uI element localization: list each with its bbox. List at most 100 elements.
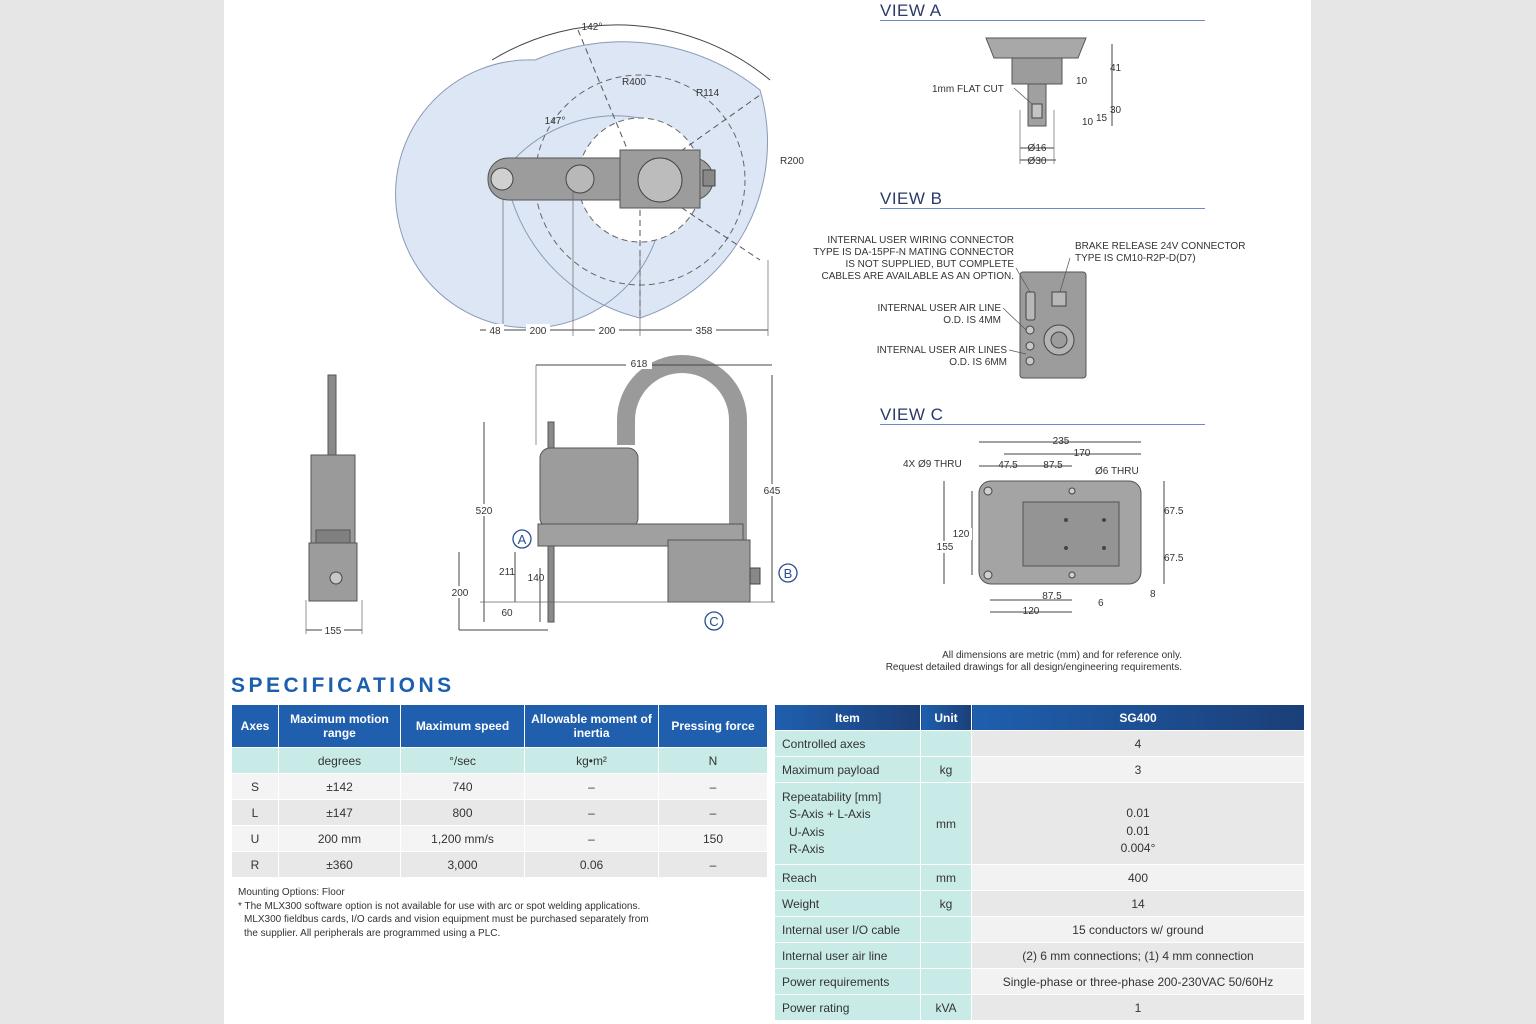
header-inertia: Allowable moment of inertia — [524, 704, 659, 748]
view-b-drawing: INTERNAL USER WIRING CONNECTOR TYPE IS D… — [813, 235, 1245, 379]
angle-147-label: 147° — [545, 116, 566, 127]
dim-235: 235 — [1053, 436, 1070, 447]
dim-10-b: 10 — [1082, 117, 1094, 128]
view-c-rule — [880, 424, 1205, 425]
table-row: Repeatability [mm] S-Axis + L-Axis U-Axi… — [774, 782, 1305, 865]
dim-645: 645 — [764, 486, 781, 497]
side-view-drawing: 618 645 520 211 140 200 60 A B C — [448, 355, 798, 631]
dim-67-5-top: 67.5 — [1164, 506, 1184, 517]
dim-87-5-top: 87.5 — [1043, 460, 1063, 471]
top-view-drawing: 142° 147° R400 R114 R200 48 200 200 358 — [395, 22, 804, 337]
table-row: L ±147 800 – – — [231, 799, 768, 826]
header-model: SG400 — [971, 704, 1305, 731]
table-row: Power rating kVA 1 — [774, 994, 1305, 1021]
r400-label: R400 — [622, 77, 646, 88]
dim-520: 520 — [476, 506, 493, 517]
header-pressing-force: Pressing force — [658, 704, 768, 748]
svg-text:A: A — [518, 532, 527, 547]
table-row: Controlled axes 4 — [774, 730, 1305, 757]
wiring-note-line4: CABLES ARE AVAILABLE AS AN OPTION. — [822, 271, 1015, 282]
dim-140: 140 — [528, 573, 545, 584]
header-unit: Unit — [920, 704, 972, 731]
angle-142-label: 142° — [582, 22, 603, 33]
air-line-note-line1: INTERNAL USER AIR LINE — [877, 303, 1001, 314]
svg-text:C: C — [709, 614, 718, 629]
dim-d16: Ø16 — [1028, 143, 1047, 154]
header-axes: Axes — [231, 704, 279, 748]
spec-notes: Mounting Options: Floor * The MLX300 sof… — [238, 886, 738, 940]
holes-4x-note: 4X Ø9 THRU — [903, 459, 962, 470]
dim-211: 211 — [499, 567, 515, 578]
dim-47-5: 47.5 — [998, 460, 1018, 471]
r200-label: R200 — [780, 156, 804, 167]
dim-618: 618 — [631, 359, 648, 370]
dim-155-end: 155 — [325, 626, 342, 637]
axes-table: Axes Maximum motion range Maximum speed … — [231, 704, 768, 878]
axes-unit-row: degrees °/sec kg•m² N — [231, 747, 768, 774]
dim-41: 41 — [1110, 63, 1122, 74]
holes-6-note: Ø6 THRU — [1095, 466, 1139, 477]
view-a-title: VIEW A — [880, 1, 942, 20]
wiring-note-line1: INTERNAL USER WIRING CONNECTOR — [827, 235, 1014, 246]
specifications-title: SPECIFICATIONS — [231, 674, 455, 697]
air-line-note-line2: O.D. IS 4MM — [943, 315, 1001, 326]
axes-table-header: Axes Maximum motion range Maximum speed … — [231, 704, 768, 748]
dim-155-c: 155 — [937, 542, 954, 553]
dim-120-left: 120 — [953, 529, 970, 540]
dim-60: 60 — [501, 608, 513, 619]
dim-8: 8 — [1150, 589, 1156, 600]
table-row: Weight kg 14 — [774, 890, 1305, 917]
mlx300-note-line3: the supplier. All peripherals are progra… — [244, 927, 501, 939]
view-a-rule — [880, 20, 1205, 21]
header-speed: Maximum speed — [400, 704, 525, 748]
wiring-note-line2: TYPE IS DA-15PF-N MATING CONNECTOR — [813, 247, 1014, 258]
wiring-note-line3: IS NOT SUPPLIED, BUT COMPLETE — [845, 259, 1014, 270]
view-b-title: VIEW B — [880, 189, 943, 208]
air-lines-note-line2: O.D. IS 6MM — [949, 357, 1007, 368]
brake-note-line1: BRAKE RELEASE 24V CONNECTOR — [1075, 241, 1245, 252]
dim-d30: Ø30 — [1028, 156, 1047, 167]
table-row: Reach mm 400 — [774, 864, 1305, 891]
table-row: U 200 mm 1,200 mm/s – 150 — [231, 825, 768, 852]
view-b-callout — [778, 563, 798, 583]
view-c-drawing: 235 170 47.5 87.5 120 155 67.5 67.5 87.5… — [903, 436, 1184, 617]
table-row: S ±142 740 – – — [231, 773, 768, 800]
dim-30: 30 — [1110, 105, 1122, 116]
spec-table-header: Item Unit SG400 — [774, 704, 1305, 731]
dim-200-a: 200 — [530, 326, 547, 337]
view-a-drawing: 1mm FLAT CUT 41 10 30 15 10 Ø16 Ø30 — [932, 37, 1122, 167]
disclaimer-line1: All dimensions are metric (mm) and for r… — [942, 650, 1182, 661]
dim-87-5-bottom: 87.5 — [1042, 591, 1062, 602]
table-row: Maximum payload kg 3 — [774, 756, 1305, 783]
table-row: Power requirements Single-phase or three… — [774, 968, 1305, 995]
technical-drawings: 142° 147° R400 R114 R200 48 200 200 358 … — [305, 22, 1245, 673]
air-lines-note-line1: INTERNAL USER AIR LINES — [877, 345, 1008, 356]
disclaimer-line2: Request detailed drawings for all design… — [886, 662, 1182, 673]
flat-cut-note: 1mm FLAT CUT — [932, 84, 1004, 95]
spec-table: Item Unit SG400 Controlled axes 4 Maximu… — [774, 704, 1305, 1021]
dim-67-5-bottom: 67.5 — [1164, 553, 1184, 564]
dim-200-b: 200 — [599, 326, 616, 337]
r114-label: R114 — [696, 88, 720, 99]
dim-48: 48 — [489, 326, 501, 337]
dim-358: 358 — [696, 326, 713, 337]
header-motion-range: Maximum motion range — [278, 704, 401, 748]
table-row: R ±360 3,000 0.06 – — [231, 851, 768, 878]
header-item: Item — [774, 704, 921, 731]
view-c-title: VIEW C — [880, 405, 944, 424]
mlx300-note-line2: MLX300 fieldbus cards, I/O cards and vis… — [244, 914, 649, 925]
view-a-callout — [512, 529, 532, 549]
dim-120-bottom: 120 — [1023, 606, 1040, 617]
view-b-rule — [880, 208, 1205, 209]
brake-note-line2: TYPE IS CM10-R2P-D(D7) — [1075, 253, 1196, 264]
dim-15: 15 — [1096, 113, 1108, 124]
end-view-drawing: 155 — [305, 374, 363, 637]
dim-200-side: 200 — [452, 588, 469, 599]
table-row: Internal user air line (2) 6 mm connecti… — [774, 942, 1305, 969]
dim-10-a: 10 — [1076, 76, 1088, 87]
mlx300-note-line1: * The MLX300 software option is not avai… — [238, 900, 641, 912]
svg-text:B: B — [784, 566, 793, 581]
dim-170: 170 — [1074, 448, 1091, 459]
dim-6: 6 — [1098, 598, 1104, 609]
view-c-callout — [704, 611, 724, 631]
